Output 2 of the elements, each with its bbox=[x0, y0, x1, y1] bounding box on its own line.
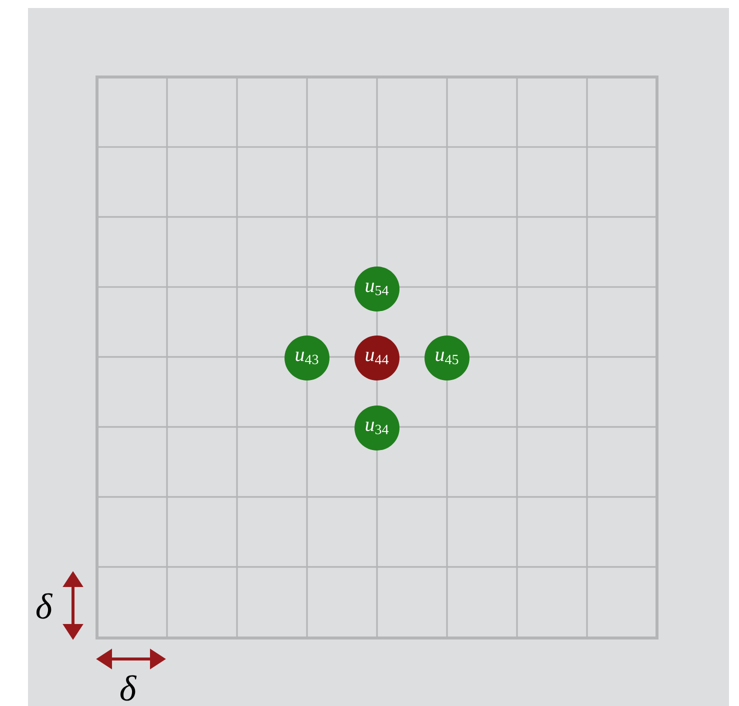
dimension-label: δ bbox=[120, 675, 137, 701]
dimension-label: δ bbox=[36, 593, 53, 619]
